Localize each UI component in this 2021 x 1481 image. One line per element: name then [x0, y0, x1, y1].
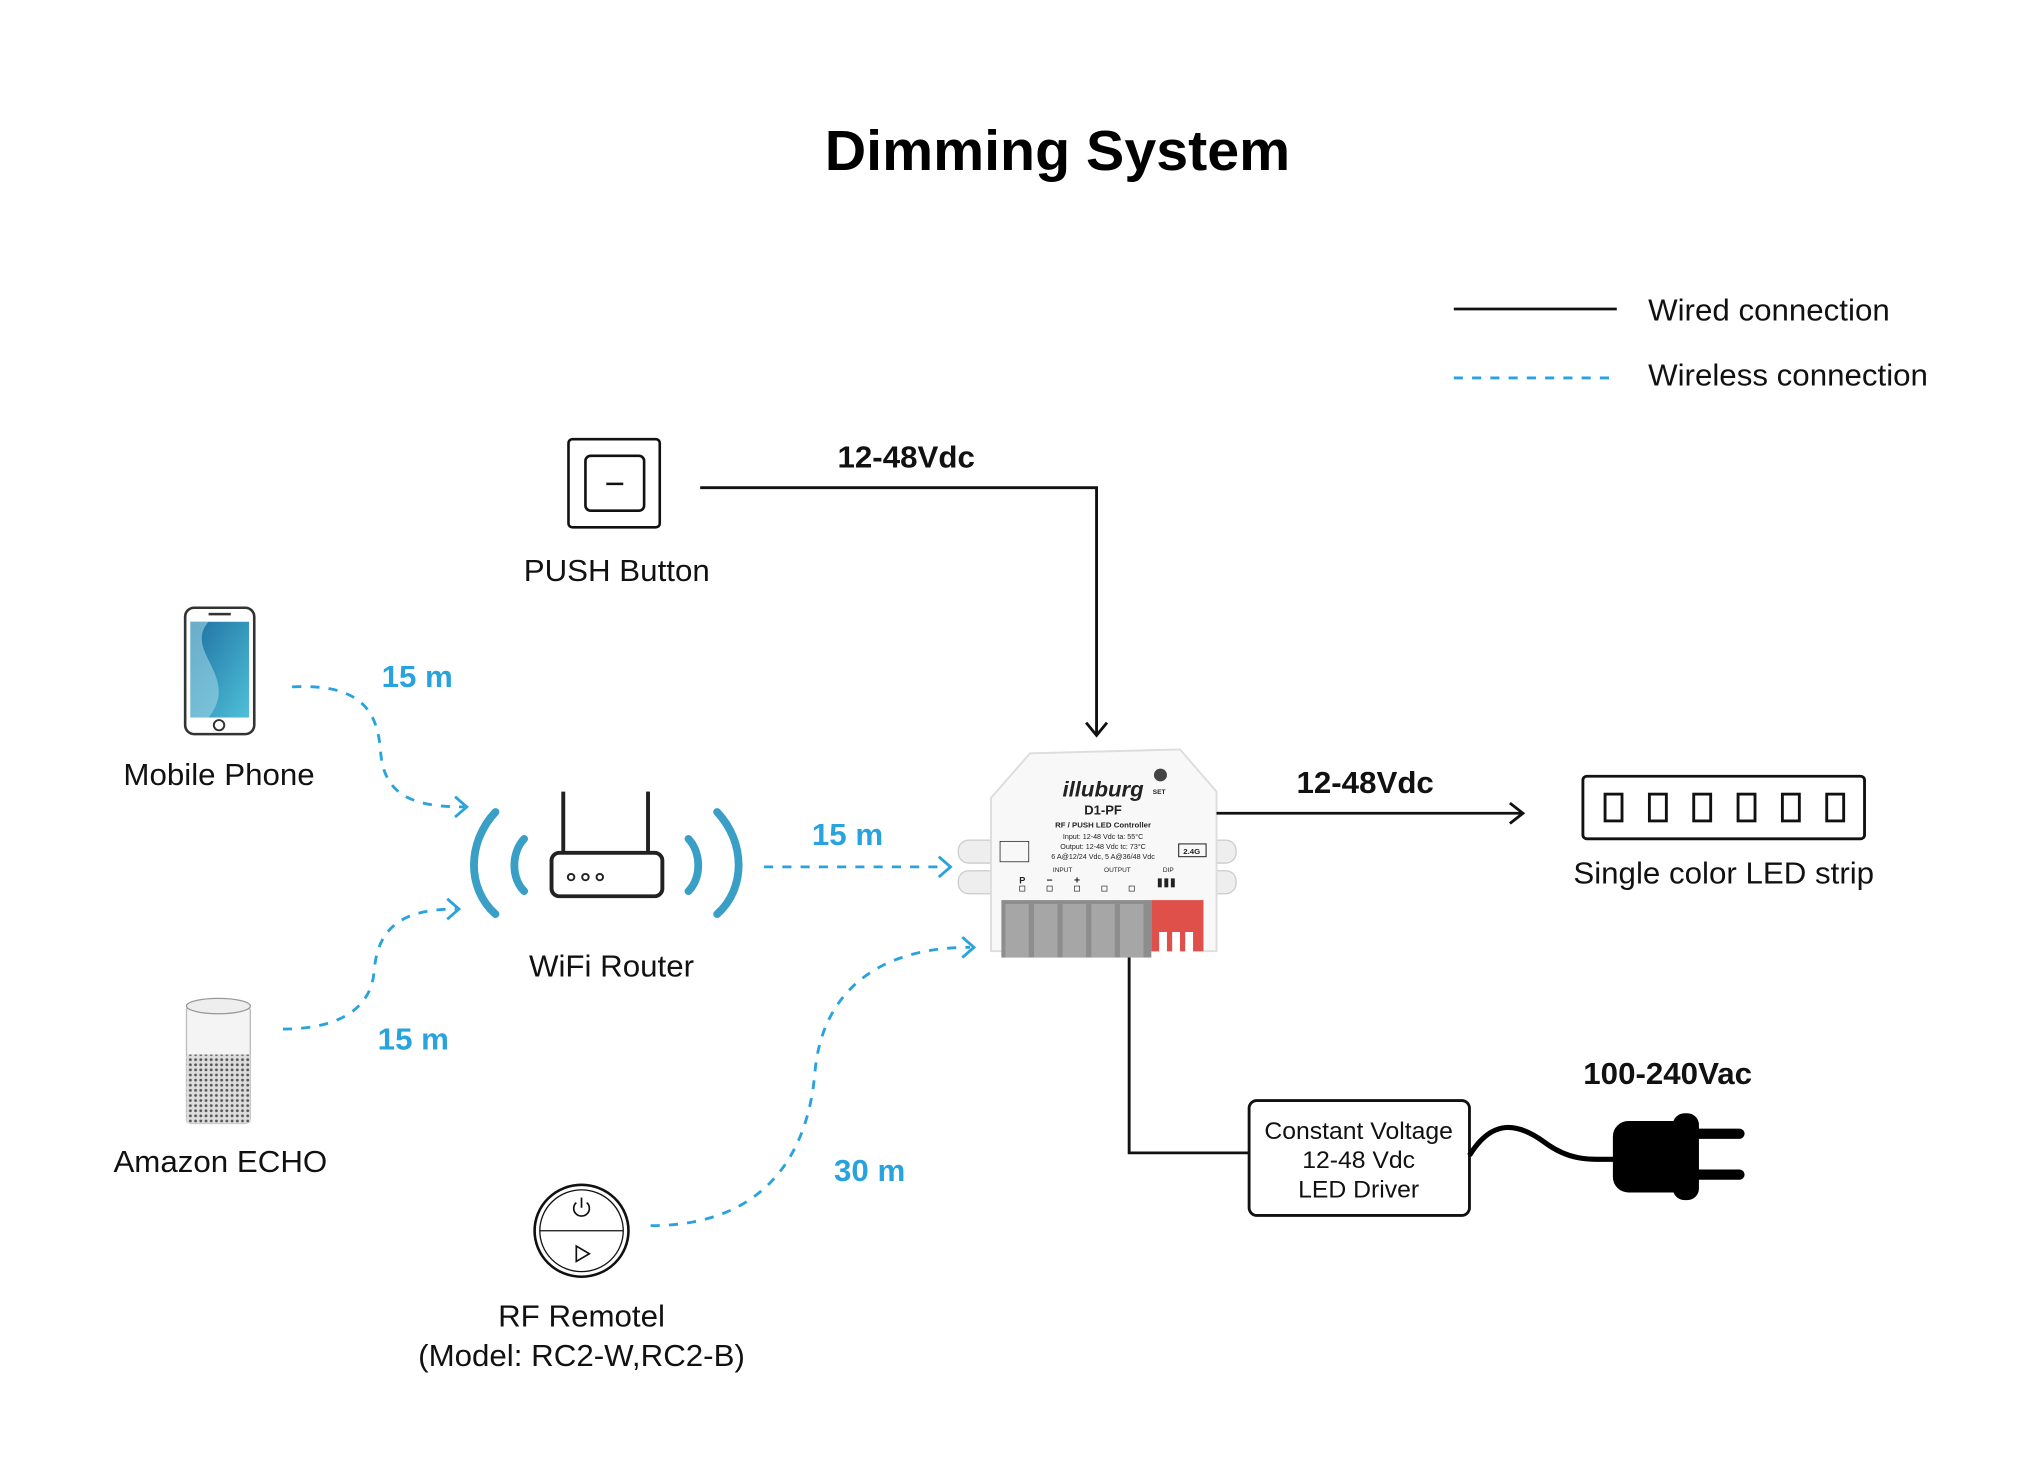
rf-remote-model: (Model: RC2-W,RC2-B) — [418, 1338, 745, 1373]
page-title: Dimming System — [825, 120, 1290, 182]
svg-text:illuburg: illuburg — [1062, 777, 1144, 802]
arrow-head-icon — [454, 795, 469, 819]
arrow-head-icon — [1508, 801, 1526, 825]
push-button-label: PUSH Button — [524, 553, 710, 588]
svg-text:6 A@12/24 Vdc, 5 A@36/48 Vdc: 6 A@12/24 Vdc, 5 A@36/48 Vdc — [1051, 853, 1155, 861]
wifi-router-label: WiFi Router — [529, 949, 694, 984]
mobile-phone-label: Mobile Phone — [123, 757, 314, 792]
svg-text:D1-PF: D1-PF — [1084, 803, 1122, 818]
driver-line-3: LED Driver — [1298, 1177, 1419, 1204]
mains-voltage-label: 100-240Vac — [1583, 1056, 1752, 1091]
driver-box — [1247, 1099, 1471, 1217]
echo-wireless-link — [282, 907, 457, 1031]
rf-remote-label: RF Remotel — [498, 1299, 665, 1334]
push-wire — [700, 486, 1098, 735]
push-voltage-label: 12-48Vdc — [838, 440, 975, 475]
svg-text:RF / PUSH LED Controller: RF / PUSH LED Controller — [1055, 820, 1151, 829]
mobile-phone-icon — [183, 606, 256, 736]
svg-text:DIP: DIP — [1163, 867, 1174, 874]
driver-line-1: Constant Voltage — [1264, 1118, 1453, 1145]
arrow-head-icon — [1085, 721, 1109, 738]
remote-range-label: 30 m — [834, 1153, 905, 1188]
amazon-echo-icon — [185, 997, 251, 1125]
driver-line-2: 12-48 Vdc — [1302, 1147, 1415, 1174]
svg-text:OUTPUT: OUTPUT — [1104, 867, 1131, 874]
amazon-echo-label: Amazon ECHO — [113, 1144, 327, 1179]
phone-range-label: 15 m — [382, 659, 453, 694]
power-plug-icon — [1612, 1113, 1745, 1201]
push-button-device — [567, 437, 662, 529]
controller-device: illuburg SET D1-PF RF / PUSH LED Control… — [957, 748, 1237, 958]
phone-wireless-link — [291, 685, 465, 809]
svg-text:P: P — [1019, 876, 1025, 886]
svg-text:INPUT: INPUT — [1053, 867, 1073, 874]
legend: Wired connection Wireless connection — [1453, 293, 1928, 393]
legend-wireless-label: Wireless connection — [1648, 358, 1928, 393]
arrow-head-icon — [446, 897, 462, 921]
arrow-head-icon — [937, 855, 953, 879]
rf-remote-icon — [533, 1183, 630, 1279]
power-cord — [1467, 1124, 1617, 1162]
arrow-head-icon — [961, 936, 977, 959]
led-strip-label: Single color LED strip — [1573, 856, 1874, 891]
led-strip-device — [1581, 774, 1866, 841]
svg-text:+: + — [1074, 876, 1080, 887]
svg-text:Input: 12-48 Vdc ta: 55°C: Input: 12-48 Vdc ta: 55°C — [1063, 833, 1143, 841]
router-range-label: 15 m — [812, 817, 883, 852]
svg-text:−: − — [1047, 876, 1053, 887]
svg-text:2.4G: 2.4G — [1183, 847, 1200, 856]
wifi-router-icon — [470, 791, 743, 918]
remote-wireless-link — [650, 945, 971, 1228]
strip-voltage-label: 12-48Vdc — [1296, 765, 1433, 800]
svg-text:Output: 12-48 Vdc tc: 73°C: Output: 12-48 Vdc tc: 73°C — [1060, 843, 1146, 851]
driver-wire — [1127, 957, 1250, 1155]
svg-text:SET: SET — [1153, 789, 1166, 796]
echo-range-label: 15 m — [378, 1022, 449, 1057]
legend-wired-label: Wired connection — [1648, 293, 1890, 328]
